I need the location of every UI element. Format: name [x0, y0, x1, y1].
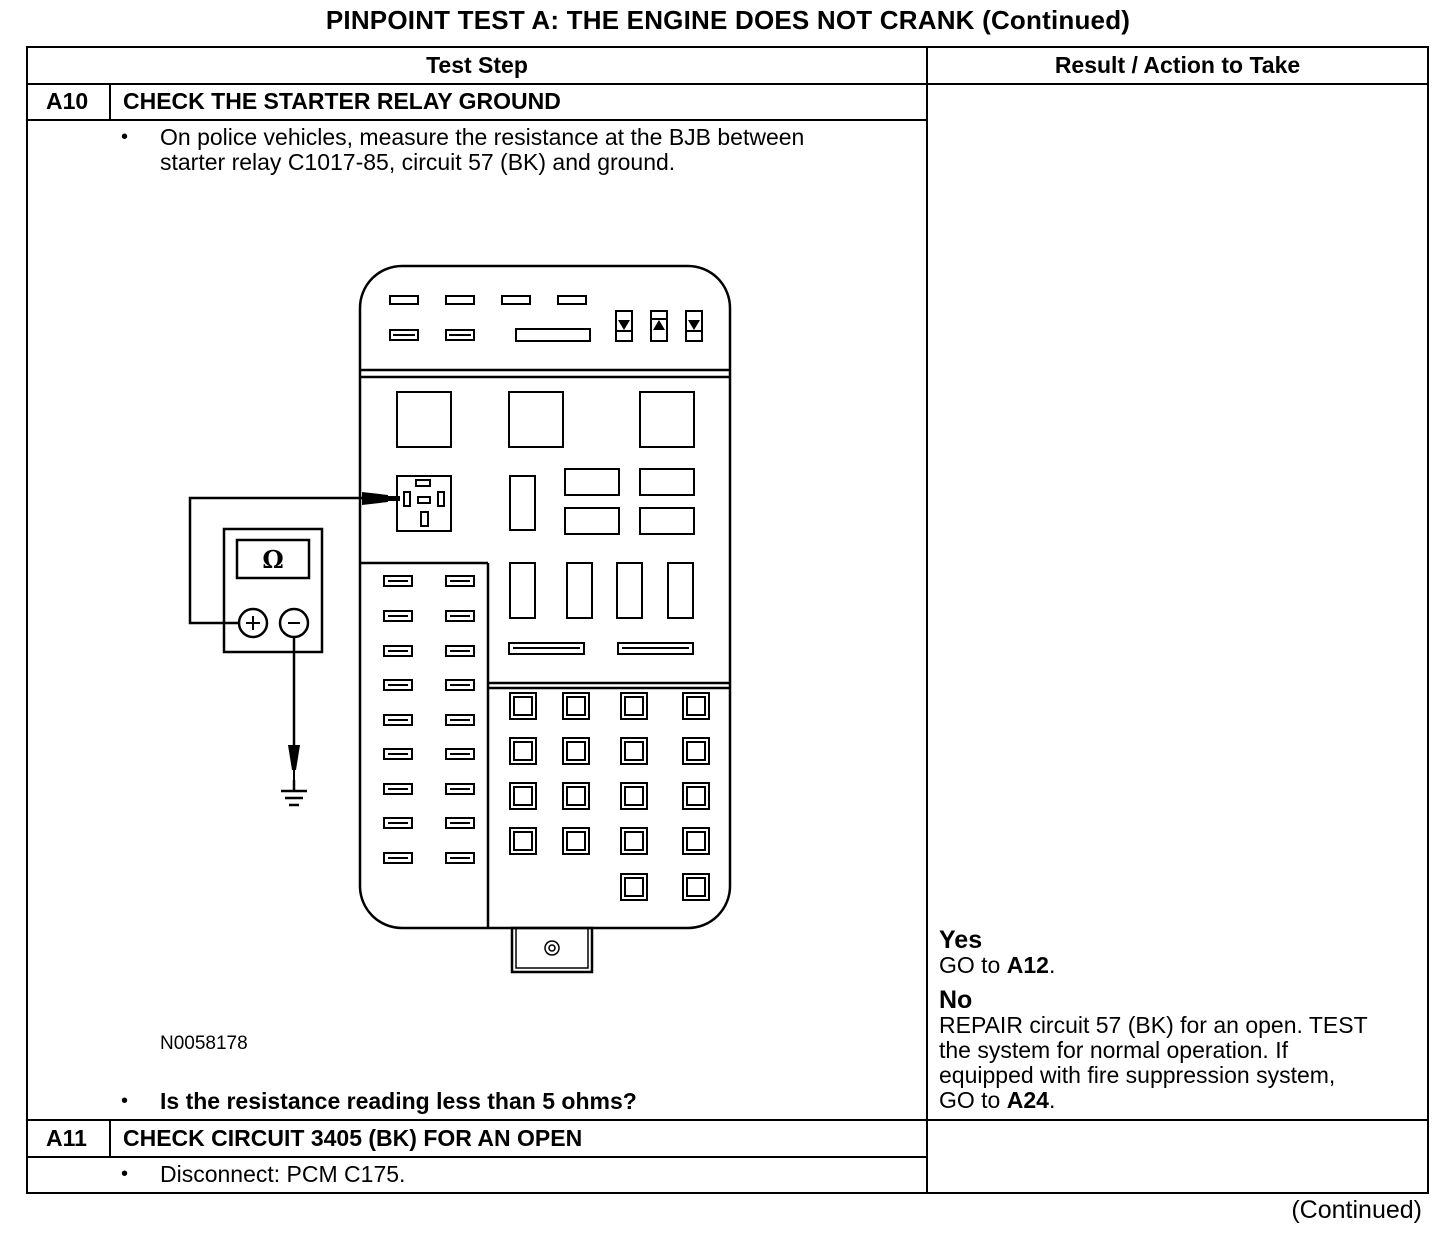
result-no-line-2: the system for normal operation. If — [939, 1037, 1288, 1063]
page-title: PINPOINT TEST A: THE ENGINE DOES NOT CRA… — [325, 5, 1131, 35]
result-yes-label: Yes — [939, 926, 983, 954]
result-no-line-1: REPAIR circuit 57 (BK) for an open. TEST — [939, 1012, 1368, 1038]
bullet: • — [121, 1163, 129, 1185]
column-header-test-step: Test Step — [426, 52, 528, 78]
step-id-a11: A11 — [46, 1125, 87, 1151]
result-yes-action: GO to A12. — [939, 952, 1056, 978]
bullet: • — [121, 126, 129, 148]
continued-label: (Continued) — [1291, 1196, 1422, 1224]
column-header-result: Result / Action to Take — [1054, 52, 1301, 78]
bullet: • — [121, 1090, 129, 1112]
question: Is the resistance reading less than 5 oh… — [160, 1088, 637, 1114]
bjb-diagram: Ω — [188, 264, 732, 974]
instruction-line-2: starter relay C1017-85, circuit 57 (BK) … — [160, 149, 676, 175]
result-no-line-3: equipped with fire suppression system, — [939, 1062, 1336, 1088]
instruction-line-1: On police vehicles, measure the resistan… — [160, 124, 805, 150]
step-heading-a10: CHECK THE STARTER RELAY GROUND — [123, 88, 561, 114]
figure-id: N0058178 — [160, 1033, 248, 1054]
result-no-action: GO to A24. — [939, 1087, 1056, 1113]
step-heading-a11: CHECK CIRCUIT 3405 (BK) FOR AN OPEN — [123, 1125, 583, 1151]
result-no-label: No — [939, 986, 973, 1014]
step-id-a10: A10 — [46, 88, 89, 114]
meter-ohm-symbol: Ω — [262, 545, 283, 574]
instruction-a11: Disconnect: PCM C175. — [160, 1161, 406, 1187]
